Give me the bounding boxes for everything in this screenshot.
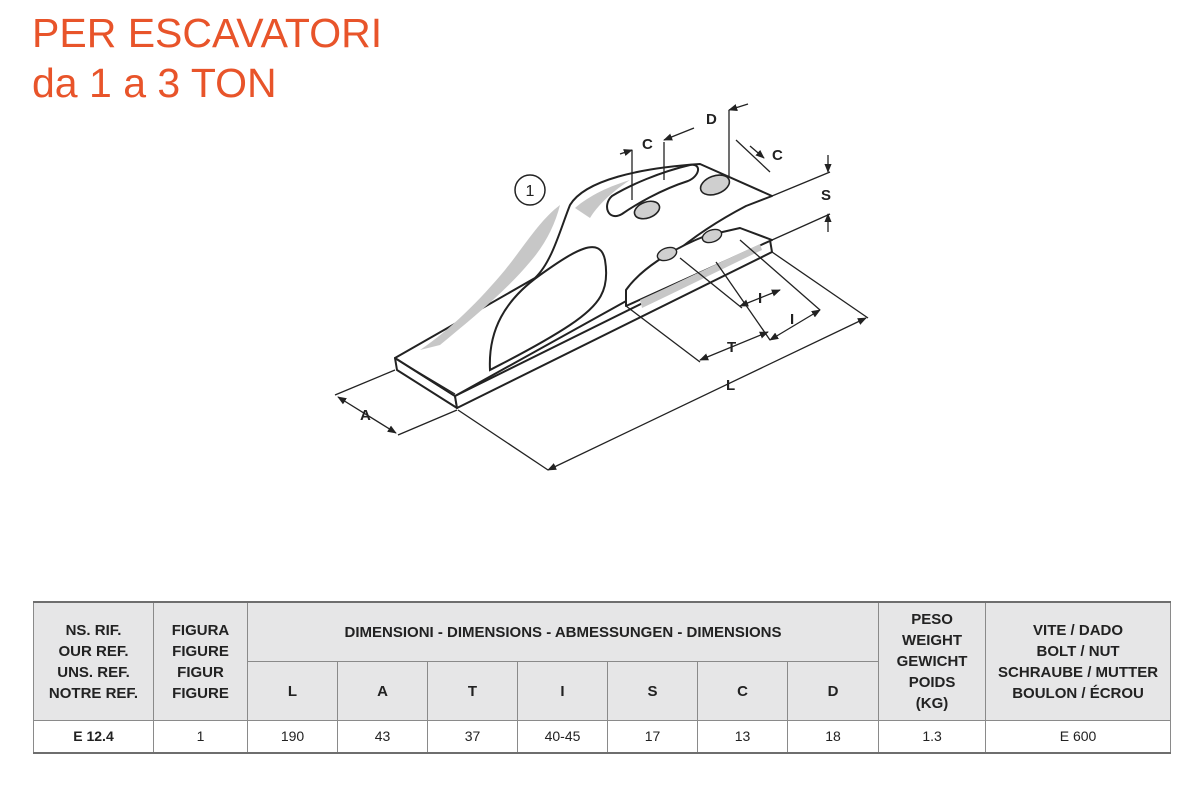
cell-figure: 1 (153, 720, 248, 754)
cell-i: 40-45 (517, 720, 608, 754)
cell-bolt: E 600 (985, 720, 1172, 754)
dim-label-s: S (821, 187, 831, 204)
dim-label-c-2: C (772, 147, 783, 164)
cell-a: 43 (337, 720, 428, 754)
header-dim-c: C (697, 661, 788, 721)
table-row: E 12.4 1 190 43 37 40-45 17 13 18 1.3 E … (33, 720, 1172, 754)
title-line-1: PER ESCAVATORI (32, 10, 383, 56)
header-dim-s: S (607, 661, 698, 721)
cell-d: 18 (786, 720, 880, 754)
upper-hole-2 (699, 174, 731, 196)
dim-label-c-1: C (642, 136, 653, 153)
wear-shading (420, 180, 762, 350)
header-dim-d: D (786, 661, 880, 721)
lower-hole-2 (701, 228, 723, 244)
header-weight: PESO WEIGHT GEWICHT POIDS (KG) (878, 601, 987, 721)
header-dim-t: T (427, 661, 518, 721)
header-figure: FIGURA FIGURE FIGUR FIGURE (153, 601, 248, 721)
page-title: PER ESCAVATORI da 1 a 3 TON (32, 8, 382, 108)
dim-label-t: T (727, 339, 736, 356)
title-line-2: da 1 a 3 TON (32, 60, 277, 106)
dim-label-d: D (706, 111, 717, 128)
dim-label-i-1: I (758, 290, 762, 307)
side-recess (488, 246, 608, 372)
figure-number: 1 (526, 183, 535, 200)
header-dim-i: I (517, 661, 608, 721)
dim-label-i-2: I (790, 311, 794, 328)
dimension-lines (334, 103, 869, 471)
header-dimensions: DIMENSIONI - DIMENSIONS - ABMESSUNGEN - … (246, 601, 880, 662)
header-dim-l: L (247, 661, 338, 721)
cell-t: 37 (427, 720, 518, 754)
cell-s: 17 (607, 720, 698, 754)
cell-c: 13 (697, 720, 788, 754)
upper-hole-1 (633, 200, 661, 220)
header-ref: NS. RIF. OUR REF. UNS. REF. NOTRE REF. (33, 601, 154, 721)
dim-label-a: A (360, 407, 371, 424)
dim-label-l: L (726, 377, 735, 394)
spec-table: NS. RIF. OUR REF. UNS. REF. NOTRE REF. F… (33, 601, 1172, 754)
figure-number-circle (514, 174, 546, 206)
cell-weight: 1.3 (878, 720, 987, 754)
header-dim-a: A (337, 661, 428, 721)
header-bolt: VITE / DADO BOLT / NUT SCHRAUBE / MUTTER… (985, 601, 1172, 721)
upper-slot (606, 163, 699, 217)
cell-l: 190 (247, 720, 338, 754)
cell-ref: E 12.4 (33, 720, 154, 754)
tooth-technical-drawing: 1 A L T I I S C D C (334, 103, 869, 471)
lower-hole-1 (656, 246, 678, 262)
